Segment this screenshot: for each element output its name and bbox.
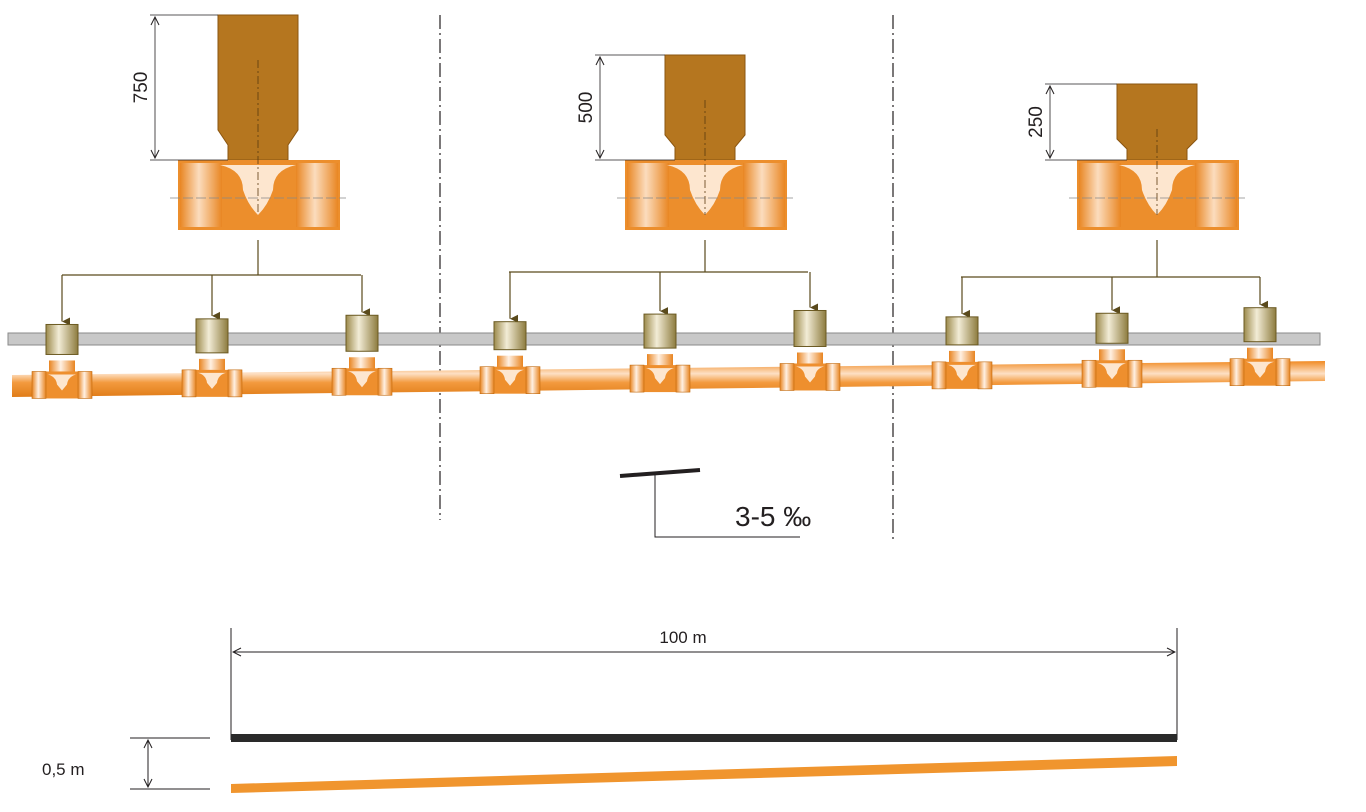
section-divider-lines bbox=[439, 15, 894, 540]
end-cap bbox=[643, 313, 677, 349]
slope-label: 3-5 ‰ bbox=[735, 501, 811, 532]
branch-fitting bbox=[31, 275, 93, 399]
ground-surface bbox=[231, 734, 1177, 742]
slope-symbol: 3-5 ‰ bbox=[619, 468, 811, 538]
end-cap bbox=[1095, 312, 1129, 344]
end-cap bbox=[1243, 307, 1277, 343]
branch-fitting bbox=[931, 277, 993, 390]
branch-fitting bbox=[479, 272, 541, 394]
end-cap bbox=[793, 309, 827, 347]
profile-section: 100 m 0,5 m bbox=[42, 628, 1178, 793]
branch-fitting bbox=[181, 275, 243, 398]
branch-fitting bbox=[331, 275, 393, 396]
riser-height-label: 750 bbox=[131, 72, 152, 104]
riser-height-label: 250 bbox=[1026, 106, 1047, 138]
riser-tee-assembly: 250 bbox=[961, 83, 1260, 278]
depth-label: 0,5 m bbox=[42, 760, 85, 779]
end-cap bbox=[45, 323, 79, 355]
end-cap bbox=[493, 321, 527, 351]
branch-fitting bbox=[629, 272, 691, 393]
riser-height-label: 500 bbox=[576, 92, 597, 124]
length-label: 100 m bbox=[659, 628, 706, 647]
end-cap bbox=[195, 318, 229, 354]
branch-fitting bbox=[779, 272, 841, 391]
sloped-pipe bbox=[231, 756, 1177, 793]
branch-fitting bbox=[1081, 277, 1143, 388]
riser-tee-assembly: 500 bbox=[509, 54, 808, 273]
riser-tee-assembly: 750 bbox=[62, 14, 361, 276]
end-cap bbox=[945, 316, 979, 346]
branch-fitting bbox=[1229, 277, 1291, 386]
end-cap bbox=[345, 314, 379, 352]
